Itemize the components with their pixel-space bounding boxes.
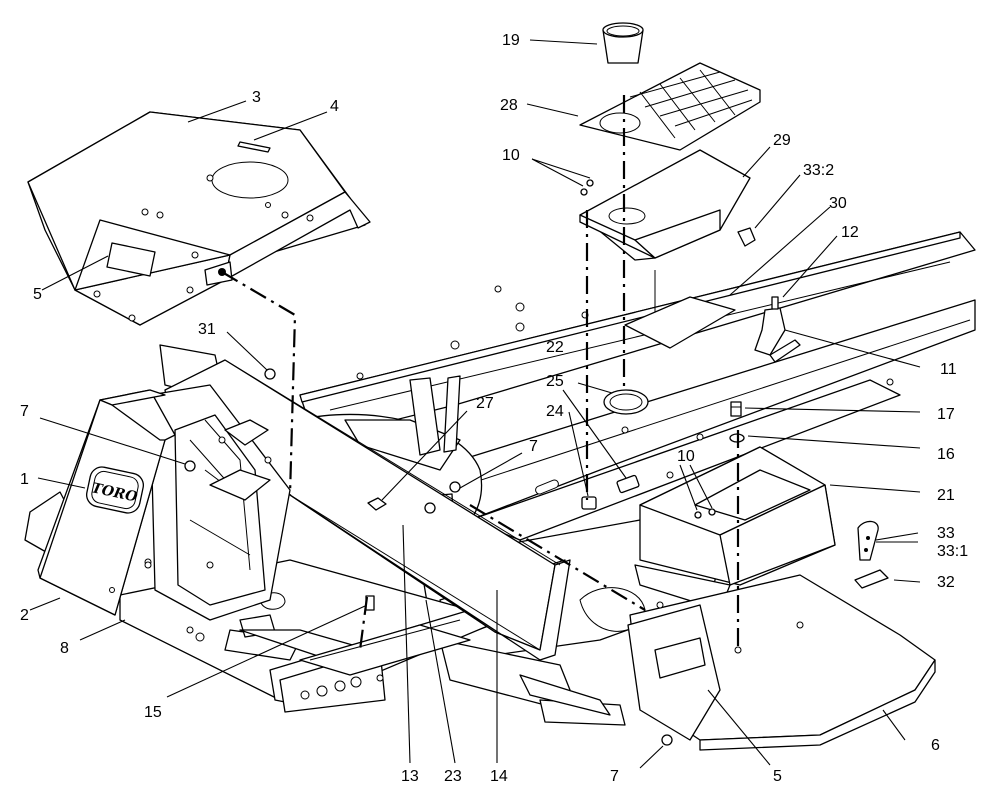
callout-12: 12 (841, 224, 859, 241)
callout-33-2: 33:2 (803, 162, 834, 179)
callout-7-mid: 7 (529, 438, 538, 455)
screw-part-7-b (449, 481, 461, 493)
top-cover-part-3 (27, 111, 371, 326)
callout-15: 15 (144, 704, 162, 721)
callout-7-left: 7 (20, 403, 29, 420)
callout-5-top: 5 (33, 286, 42, 303)
front-side-panel-part-1: TORO (37, 389, 176, 616)
bolt-part-17 (730, 401, 742, 417)
switch-part-25 (616, 474, 640, 494)
callout-31: 31 (198, 321, 216, 338)
decal-part-32 (854, 569, 889, 589)
callout-labels: 19 28 10 29 33:2 30 12 11 17 16 21 33 33… (20, 32, 968, 785)
console-frame (144, 359, 571, 676)
clip-part-24 (581, 496, 597, 510)
callout-16: 16 (937, 446, 955, 463)
callout-33-1: 33:1 (937, 543, 968, 560)
grille-part-28 (579, 62, 761, 151)
callout-29: 29 (773, 132, 791, 149)
knob-part-33-2 (737, 227, 756, 247)
leader-lines (29, 39, 921, 769)
callout-27: 27 (476, 395, 494, 412)
decal-part-4 (237, 141, 271, 153)
callout-32: 32 (937, 574, 955, 591)
alignment-lines (221, 95, 740, 651)
callout-28: 28 (500, 97, 518, 114)
callout-10-bottom: 10 (677, 448, 695, 465)
callout-8: 8 (60, 640, 69, 657)
callout-11: 11 (940, 361, 957, 378)
callout-6: 6 (931, 737, 940, 754)
callout-10-top: 10 (502, 147, 520, 164)
panel-part-30 (624, 296, 736, 349)
callout-5-bottom: 5 (773, 768, 782, 785)
callout-24: 24 (546, 403, 564, 420)
screw-part-7-a (184, 460, 196, 472)
callout-13: 13 (401, 768, 419, 785)
callout-1: 1 (20, 471, 29, 488)
callout-14: 14 (490, 768, 508, 785)
callout-19: 19 (502, 32, 520, 49)
screw-part-7-c (424, 502, 436, 514)
callout-23: 23 (444, 768, 462, 785)
screw-part-7-d (661, 734, 673, 746)
callout-22: 22 (546, 339, 564, 356)
bracket-part-11 (754, 296, 801, 363)
ring-part-22 (603, 389, 649, 415)
main-frame (24, 231, 976, 726)
callout-21: 21 (937, 487, 955, 504)
callout-7-bottom: 7 (610, 768, 619, 785)
seat-pan-part-29 (579, 149, 751, 320)
nut-part-27 (367, 497, 387, 511)
lever-part-33 (857, 520, 879, 561)
callout-3: 3 (252, 89, 261, 106)
callout-2: 2 (20, 607, 29, 624)
screw-part-31 (264, 368, 276, 380)
cup-holder-part-19 (602, 22, 644, 64)
callout-33: 33 (937, 525, 955, 542)
screw-part-10-b (586, 179, 594, 187)
right-side-panel-part-5 (627, 604, 721, 741)
screw-part-10-a (580, 188, 588, 196)
screw-part-10-c (694, 511, 702, 519)
callout-25: 25 (546, 373, 564, 390)
screw-part-10-d (708, 508, 716, 516)
callout-30: 30 (829, 195, 847, 212)
callout-4: 4 (330, 98, 339, 115)
callout-17: 17 (937, 406, 955, 423)
